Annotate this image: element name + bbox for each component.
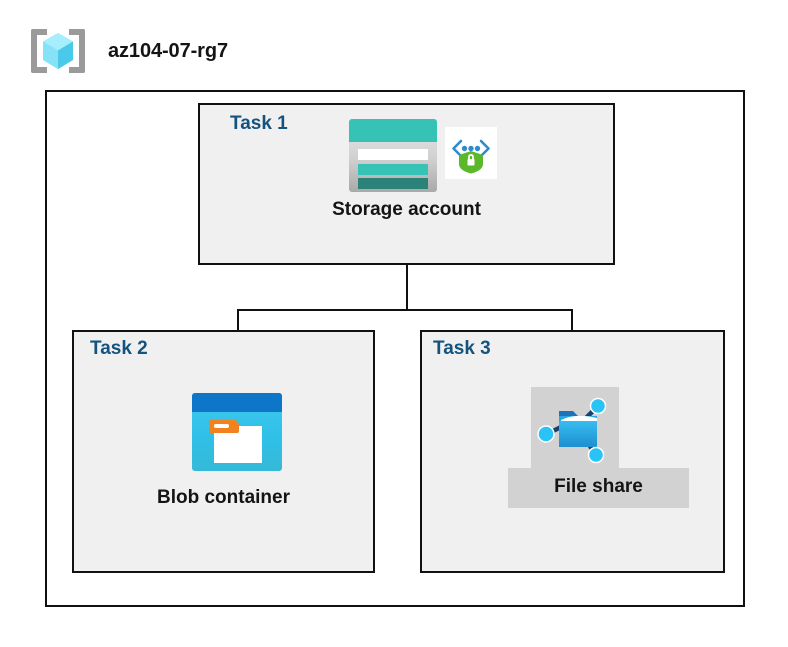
page-title: az104-07-rg7: [108, 39, 228, 62]
blob-container-header-bar: [192, 393, 282, 412]
storage-account-icon: [349, 119, 437, 192]
bracket-right-icon: [69, 29, 85, 73]
storage-account-icon-group[interactable]: [349, 119, 497, 192]
resource-group-icon: [31, 26, 85, 76]
secure-endpoint-icon: [445, 127, 497, 179]
blob-container-tab: [209, 420, 239, 433]
storage-account-row-1: [358, 149, 428, 160]
task-2-label: Task 2: [90, 338, 148, 359]
storage-account-row-2: [358, 164, 428, 175]
connector-horizontal-bus: [237, 309, 573, 311]
task-3-label: Task 3: [433, 338, 491, 359]
file-share-label: File share: [554, 476, 643, 497]
file-share-label-highlight: [508, 468, 689, 508]
storage-account-label: Storage account: [332, 199, 481, 220]
storage-account-header-bar: [349, 119, 437, 142]
file-share-icon[interactable]: [531, 387, 619, 468]
connector-trunk: [406, 228, 408, 311]
cube-icon: [43, 33, 73, 69]
blob-container-label: Blob container: [156, 487, 290, 508]
storage-account-row-3: [358, 178, 428, 189]
bracket-left-icon: [31, 29, 47, 73]
task-1-label: Task 1: [230, 113, 288, 134]
resource-group-header: az104-07-rg7: [31, 26, 228, 76]
blob-container-icon[interactable]: [192, 393, 282, 471]
